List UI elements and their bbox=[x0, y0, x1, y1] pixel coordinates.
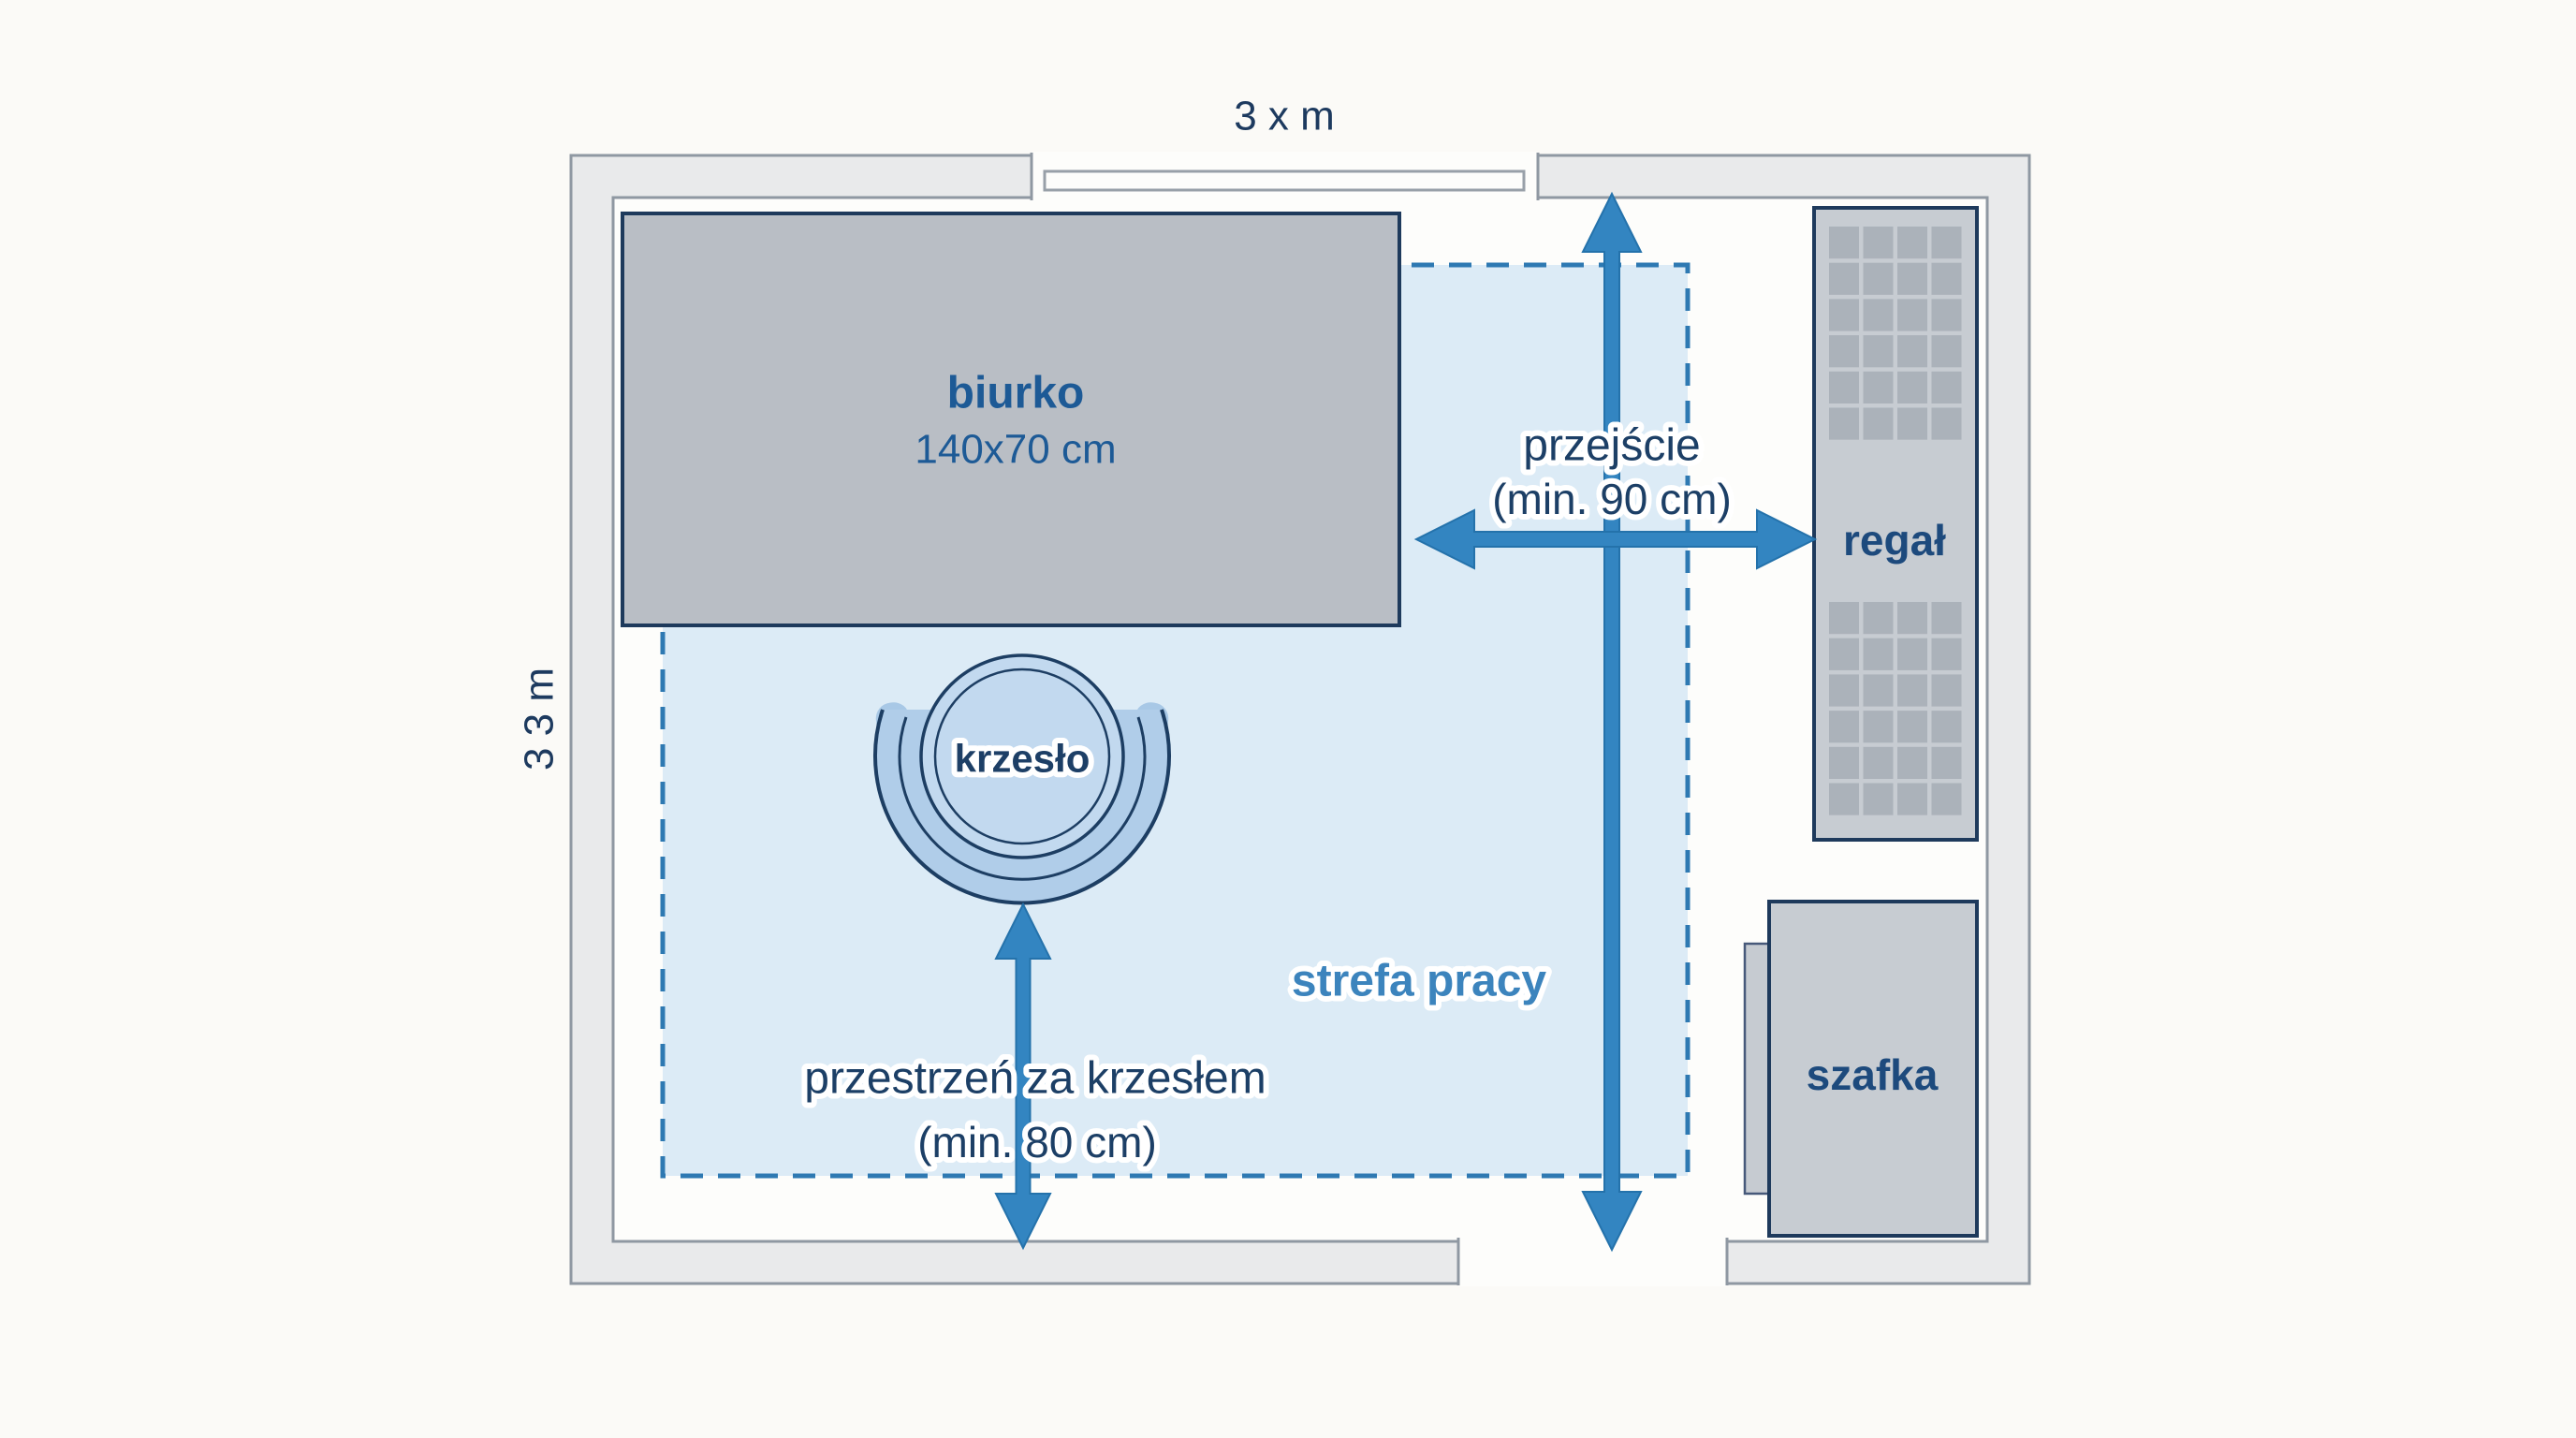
room-walls bbox=[569, 152, 2031, 1286]
chair-seat bbox=[919, 653, 1125, 859]
work-zone-label: strefa pracy bbox=[1292, 957, 1546, 1006]
measurement-labels: przejście (min. 90 cm) przestrzeń za krz… bbox=[798, 416, 1737, 1173]
chair-clearance-min-label: (min. 80 cm) bbox=[917, 1118, 1157, 1167]
passage-horizontal-arrow bbox=[1413, 508, 1818, 570]
room-height-label: 3 3 m bbox=[517, 668, 563, 770]
chair-clearance-arrow bbox=[994, 902, 1052, 1251]
chair-backrest-outline bbox=[873, 709, 1171, 905]
chair: krzesło bbox=[873, 653, 1171, 905]
room-width-label: 3 x m bbox=[1234, 94, 1335, 139]
chair-seat-outer-arc bbox=[898, 716, 1147, 881]
shelf-grid-top bbox=[1827, 225, 1964, 443]
cabinet: szafka bbox=[1743, 900, 1979, 1238]
desk-size-label: 140x70 cm bbox=[915, 427, 1116, 473]
shelf-grid-bottom bbox=[1827, 600, 1964, 818]
measurement-arrows bbox=[994, 191, 1818, 1253]
window-symbol bbox=[1043, 169, 1526, 192]
shelf-label: regał bbox=[1843, 516, 1946, 565]
passage-vertical-arrow bbox=[1581, 191, 1643, 1253]
cabinet-label: szafka bbox=[1807, 1050, 1939, 1099]
chair-clearance-label: przestrzeń za krzesłem bbox=[804, 1054, 1266, 1104]
cabinet-shape bbox=[1767, 900, 1979, 1238]
desk-label: biurko bbox=[947, 369, 1085, 418]
chair-label: krzesło bbox=[955, 737, 1090, 781]
chair-seat-inner-ring bbox=[933, 668, 1111, 845]
desk-shape bbox=[621, 212, 1401, 627]
passage-label: przejście bbox=[1523, 421, 1700, 471]
passage-min-label: (min. 90 cm) bbox=[1492, 475, 1732, 523]
shelf: regał bbox=[1812, 206, 1979, 842]
desk: biurko 140x70 cm bbox=[621, 212, 1401, 627]
bottom-wall-opening bbox=[1458, 1237, 1727, 1286]
